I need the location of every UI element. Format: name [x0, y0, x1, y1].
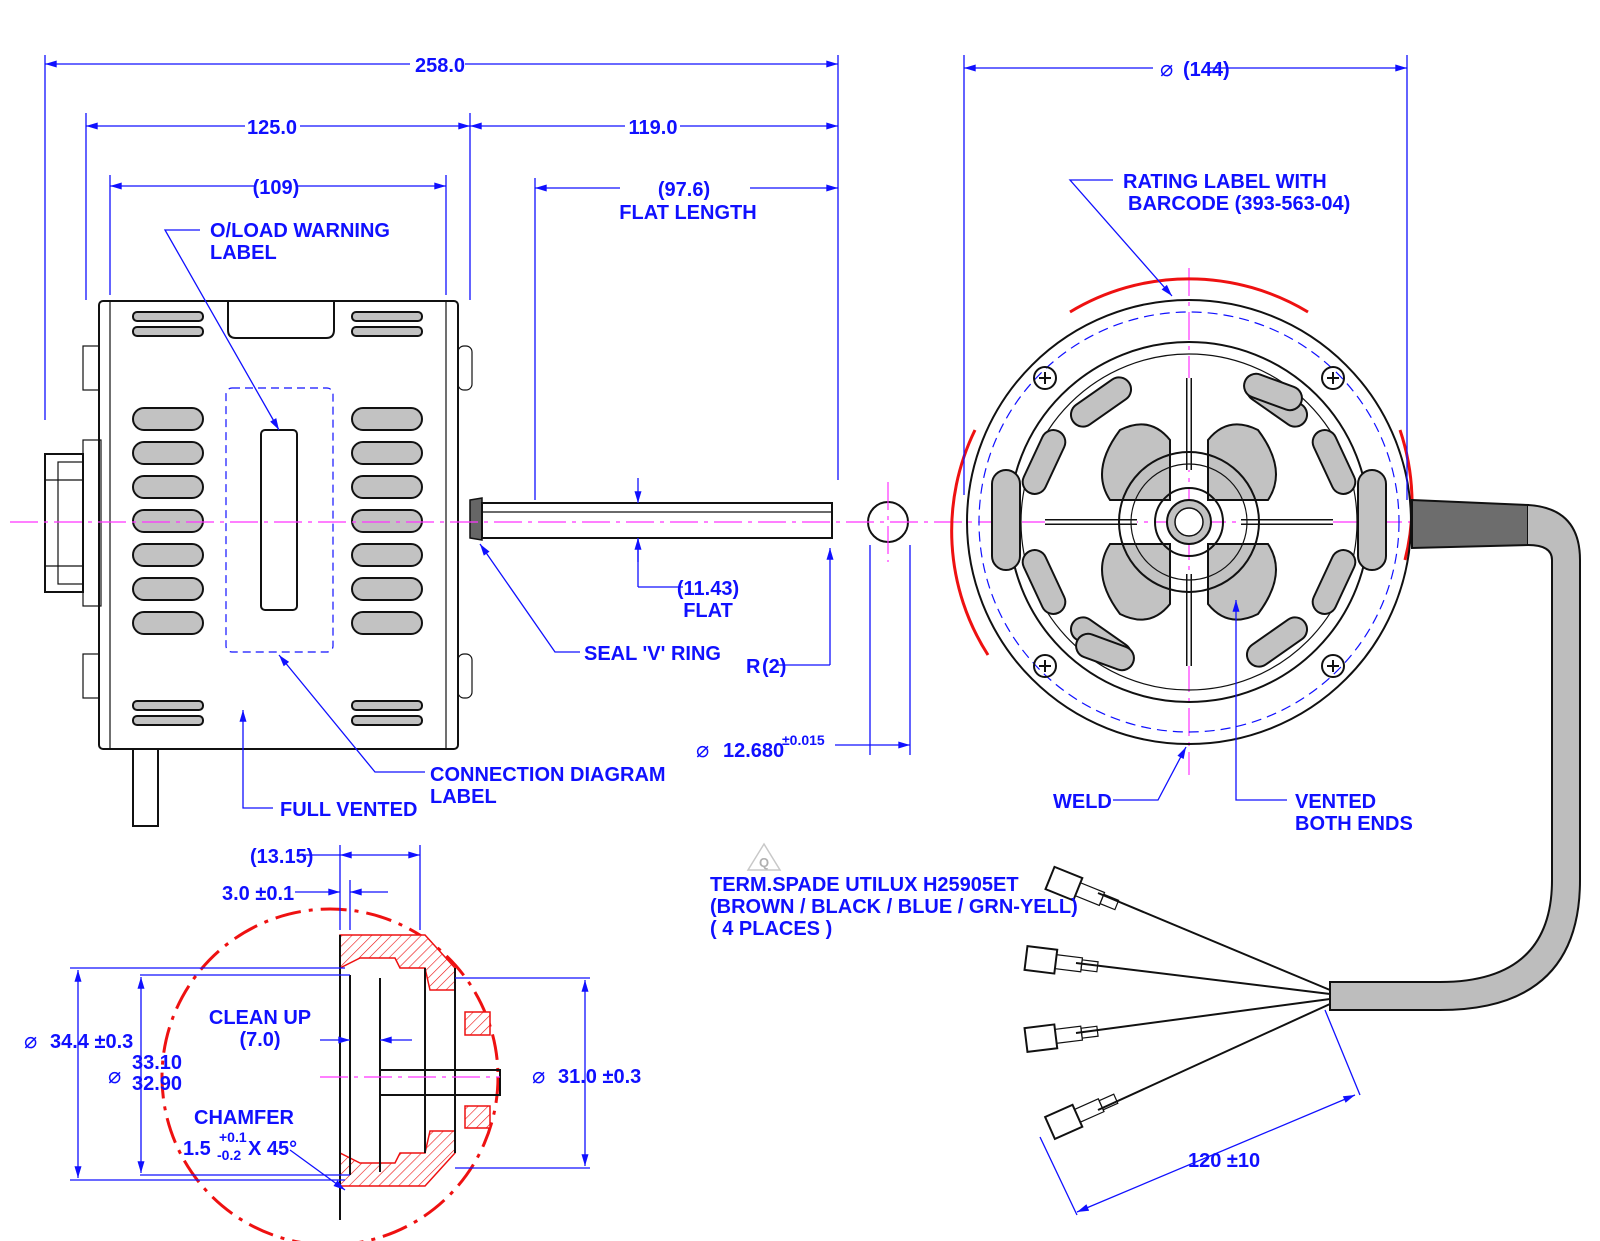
clean-up-value-text: (7.0)	[239, 1029, 280, 1051]
dimension-texts: 258.0 125.0 119.0 (109) (97.6) FLAT LENG…	[24, 55, 1260, 1172]
shaft	[469, 497, 833, 541]
radius-value-text: (2)	[762, 656, 786, 678]
connection-label-area	[225, 387, 334, 653]
end-diameter-text: (144)	[1183, 59, 1230, 81]
oload-label-area	[260, 429, 298, 611]
diameter-icon: ⌀	[532, 1064, 545, 1089]
bore-lower-text: 32.90	[132, 1073, 182, 1095]
bore-upper-text: 33.10	[132, 1052, 182, 1074]
diameter-icon: ⌀	[696, 738, 709, 763]
chamfer-text: CHAMFER	[194, 1107, 295, 1129]
rating-label-text-2: BARCODE (393-563-04)	[1128, 193, 1350, 215]
end-cover-spokes	[1045, 378, 1333, 666]
step-width-text: 3.0 ±0.1	[222, 883, 294, 905]
vented-text-2: BOTH ENDS	[1295, 813, 1413, 835]
section-detail	[160, 907, 501, 1241]
vent-span-text: (109)	[253, 177, 300, 199]
end-view	[950, 277, 1581, 1141]
bearing-boss	[1154, 487, 1224, 557]
weld-text: WELD	[1053, 791, 1112, 813]
lead-length-text: 120 ±10	[1188, 1150, 1260, 1172]
oload-label-text: O/LOAD WARNING	[210, 220, 390, 242]
outer-diameter-text: 34.4 ±0.3	[50, 1031, 133, 1053]
diameter-icon: ⌀	[108, 1064, 121, 1089]
shaft-tolerance-text: ±0.015	[782, 732, 825, 748]
inner-diameter-text: 31.0 ±0.3	[558, 1066, 641, 1088]
seal-text: SEAL 'V' RING	[584, 643, 721, 665]
dimension-lines	[44, 55, 1408, 1216]
connection-label-text: CONNECTION DIAGRAM	[430, 764, 666, 786]
vented-text: VENTED	[1295, 791, 1376, 813]
lead-cable	[1329, 498, 1581, 1011]
cover-screws	[1033, 366, 1345, 678]
flat-length-label-text: FLAT LENGTH	[619, 202, 756, 224]
rear-terminal-block	[44, 345, 102, 699]
oload-label-text-2: LABEL	[210, 242, 277, 264]
chamfer-minus-text: -0.2	[217, 1147, 241, 1163]
diameter-icon: ⌀	[1160, 57, 1173, 82]
radius-text: R	[746, 656, 761, 678]
flat-label-text: FLAT	[683, 600, 733, 622]
overall-length-text: 258.0	[415, 55, 465, 77]
side-view	[44, 300, 909, 827]
revision-letter: Q	[759, 855, 769, 870]
motor-body	[98, 300, 459, 750]
body-length-text: 125.0	[247, 117, 297, 139]
terminal-colors-text: (BROWN / BLACK / BLUE / GRN-YELL)	[710, 896, 1078, 918]
full-vented-text: FULL VENTED	[280, 799, 417, 821]
flat-length-value-text: (97.6)	[658, 179, 710, 201]
rating-label-text: RATING LABEL WITH	[1123, 171, 1327, 193]
connection-label-text-2: LABEL	[430, 786, 497, 808]
shaft-diameter-text: 12.680	[723, 740, 784, 762]
end-vent-slots	[991, 372, 1387, 672]
shaft-length-text: 119.0	[629, 117, 678, 139]
clean-up-text: CLEAN UP	[209, 1007, 311, 1029]
triangle-q-icon: Q	[746, 842, 782, 871]
body-vent-slots	[132, 311, 423, 726]
diameter-icon: ⌀	[24, 1029, 37, 1054]
boss-depth-text: (13.15)	[250, 846, 313, 868]
chamfer-base-text: 1.5	[183, 1138, 211, 1160]
flat-value-text: (11.43)	[677, 578, 739, 600]
rating-label-arc	[1069, 277, 1309, 314]
terminal-text: TERM.SPADE UTILUX H25905ET	[710, 874, 1019, 896]
chamfer-angle-text: X 45°	[248, 1138, 297, 1160]
terminal-places-text: ( 4 PLACES )	[710, 918, 832, 940]
side-cable	[132, 749, 159, 827]
callout-texts: O/LOAD WARNING LABEL RATING LABEL WITH B…	[183, 171, 1413, 1163]
chamfer-plus-text: +0.1	[219, 1129, 247, 1145]
